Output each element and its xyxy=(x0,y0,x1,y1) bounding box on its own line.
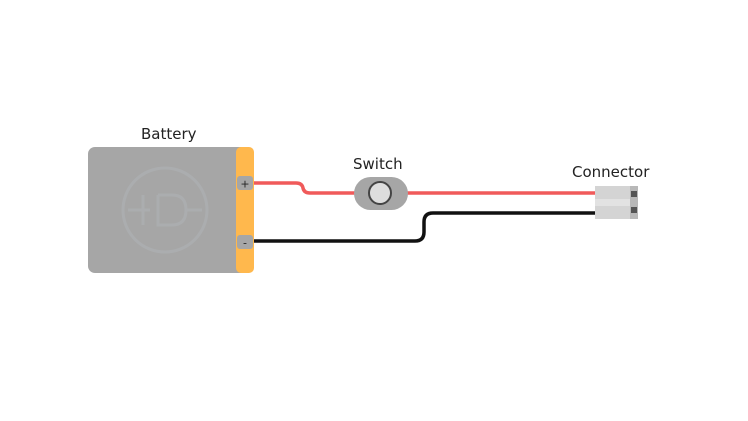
battery-label: Battery xyxy=(141,125,197,143)
connector-highlight xyxy=(595,199,631,206)
switch[interactable] xyxy=(354,177,408,210)
battery[interactable] xyxy=(88,147,254,273)
connector[interactable] xyxy=(595,186,638,219)
connector-label: Connector xyxy=(572,163,650,181)
battery-positive-terminal[interactable] xyxy=(237,176,253,190)
positive-wire xyxy=(251,181,597,195)
negative-wire xyxy=(251,211,597,243)
switch-label: Switch xyxy=(353,155,403,173)
connector-pin-top xyxy=(631,191,637,197)
connector-pin-bottom xyxy=(631,207,637,213)
negative-terminal-symbol: - xyxy=(243,237,247,250)
positive-terminal-symbol: + xyxy=(240,178,249,191)
battery-body xyxy=(88,147,254,273)
connector-end-cap xyxy=(630,186,638,219)
battery-terminal-strip xyxy=(236,147,254,273)
battery-watermark-icon xyxy=(121,166,209,254)
battery-negative-terminal[interactable] xyxy=(237,235,253,249)
switch-knob[interactable] xyxy=(368,181,392,205)
